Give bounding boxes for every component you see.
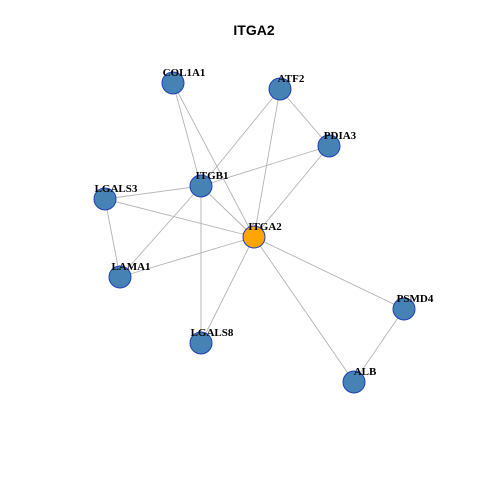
edge-col1a1-itga2 <box>172 82 255 238</box>
node-label-itgb1: ITGB1 <box>195 170 228 182</box>
node-label-lgals8: LGALS8 <box>191 327 234 339</box>
node-label-col1a1: COL1A1 <box>163 67 206 79</box>
edge-pdia3-itgb1 <box>200 145 330 187</box>
edge-lgals3-itga2 <box>104 198 255 238</box>
edge-itga2-lama1 <box>119 236 255 278</box>
node-col1a1[interactable] <box>161 71 185 95</box>
edge-itga2-psmd4 <box>253 236 405 310</box>
edge-lgals3-lama1 <box>104 198 121 278</box>
node-label-alb: ALB <box>354 366 377 378</box>
node-label-itga2: ITGA2 <box>248 221 282 233</box>
nodes-layer <box>93 71 416 394</box>
node-pdia3[interactable] <box>317 134 341 158</box>
node-label-psmd4: PSMD4 <box>397 293 434 305</box>
edge-atf2-itgb1 <box>200 88 281 187</box>
edge-itga2-lgals8 <box>200 236 255 344</box>
node-atf2[interactable] <box>268 77 292 101</box>
edge-itga2-alb <box>253 236 355 383</box>
edge-atf2-pdia3 <box>279 88 330 147</box>
node-itgb1[interactable] <box>189 174 213 198</box>
edge-psmd4-alb <box>353 308 405 383</box>
edge-col1a1-itgb1 <box>172 82 202 187</box>
edges-layer <box>104 82 405 383</box>
node-lgals8[interactable] <box>189 331 213 355</box>
edge-atf2-itga2 <box>253 88 281 238</box>
edge-pdia3-itga2 <box>253 145 330 238</box>
graph-title: ITGA2 <box>233 22 274 38</box>
node-label-atf2: ATF2 <box>278 73 305 85</box>
node-psmd4[interactable] <box>392 297 416 321</box>
node-itga2[interactable] <box>242 225 266 249</box>
node-alb[interactable] <box>342 370 366 394</box>
node-label-lgals3: LGALS3 <box>95 183 138 195</box>
node-lgals3[interactable] <box>93 187 117 211</box>
node-label-pdia3: PDIA3 <box>324 130 357 142</box>
edge-itgb1-lama1 <box>119 185 202 278</box>
edge-lgals3-itgb1 <box>104 185 202 200</box>
node-label-lama1: LAMA1 <box>111 261 150 273</box>
node-lama1[interactable] <box>108 265 132 289</box>
edge-itgb1-itga2 <box>200 185 255 238</box>
